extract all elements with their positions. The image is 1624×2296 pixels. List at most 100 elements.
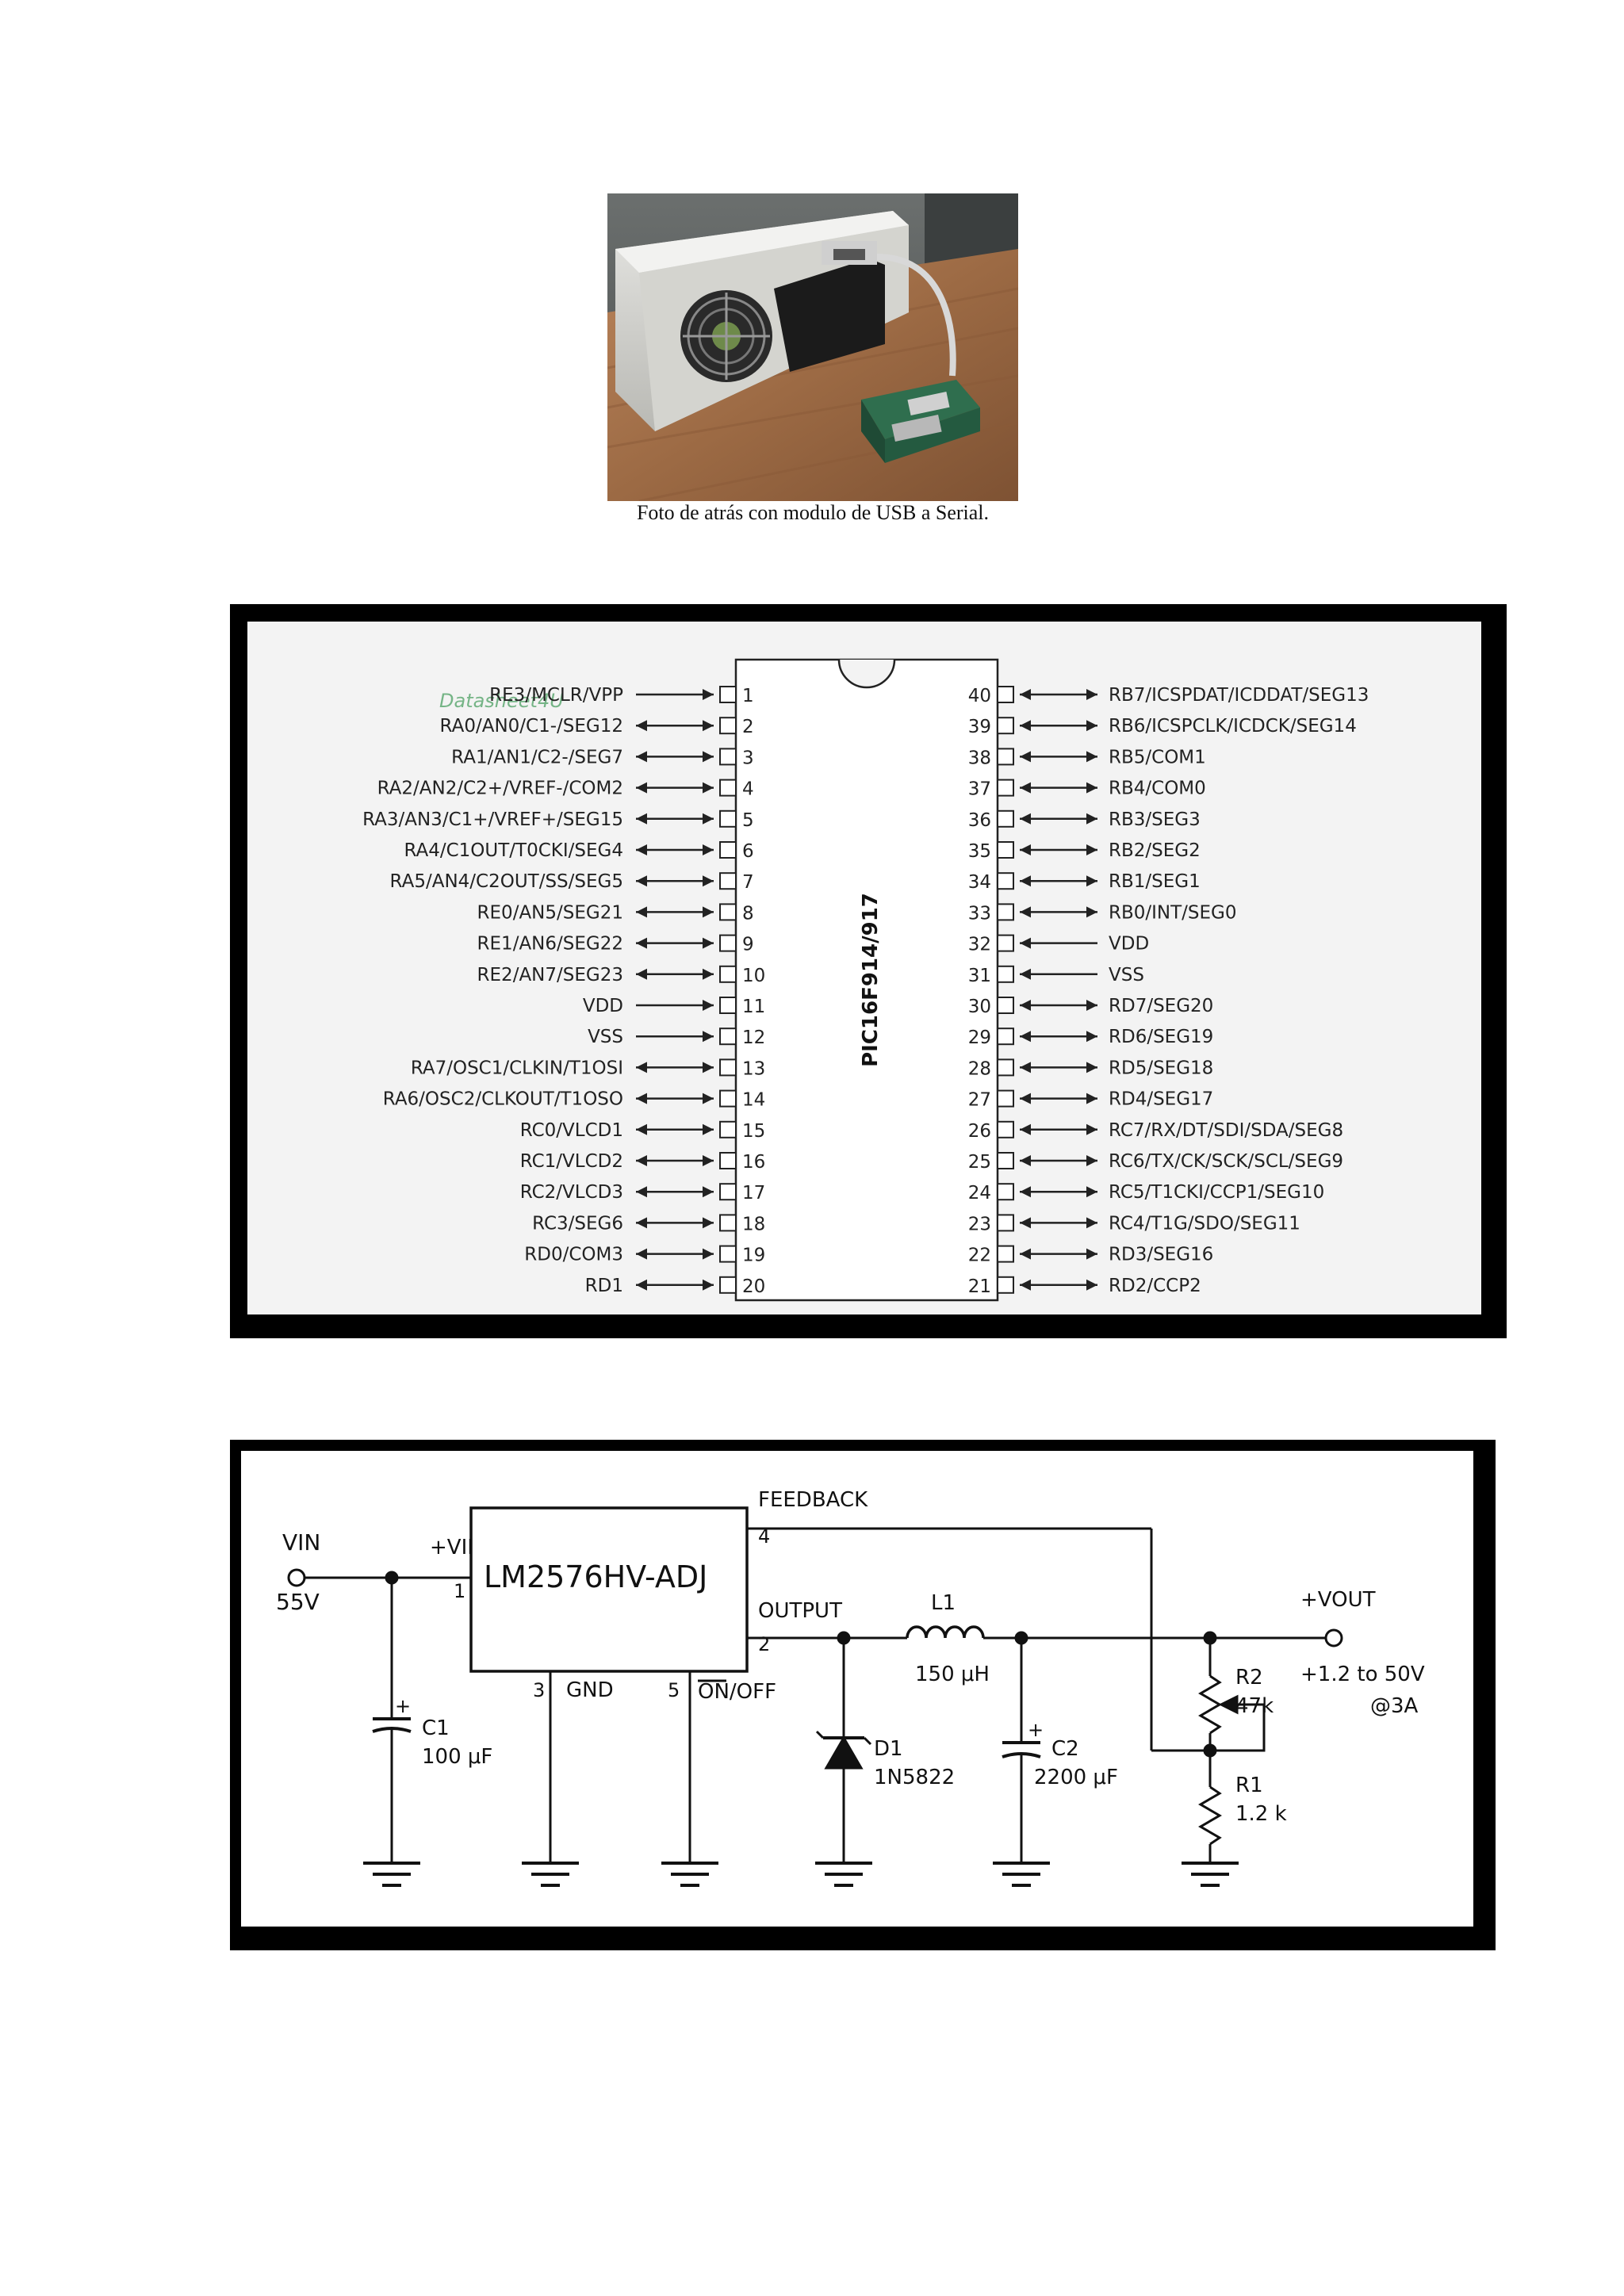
pin-12-label: VSS (588, 1027, 623, 1047)
pin-1-label: RE3/MCLR/VPP (489, 685, 623, 706)
pin-3-arrow-in (703, 751, 714, 763)
pin-16-arrow-in (703, 1155, 714, 1166)
pin-38-arrow-out (1086, 751, 1097, 763)
pin-27-label: RD4/SEG17 (1109, 1089, 1213, 1110)
pin-4-number: 4 (742, 779, 754, 800)
pin-10-arrow-in (703, 968, 714, 980)
pin-13-arrow-out (636, 1062, 647, 1073)
r2-wiper (1210, 1703, 1266, 1752)
pin-40-label: RB7/ICSPDAT/ICDDAT/SEG13 (1109, 685, 1369, 706)
pin-6-pad (719, 841, 737, 859)
chip-notch (837, 659, 896, 689)
pin-2-label: RA0/AN0/C1-/SEG12 (440, 716, 623, 737)
c1-name: C1 (422, 1716, 450, 1740)
pin-8-arrow-out (636, 906, 647, 918)
pin-31-pad (997, 965, 1014, 983)
pin-27-number: 27 (968, 1090, 991, 1111)
regulator-chip-name: LM2576HV-ADJ (484, 1559, 707, 1594)
d1-cathode-hooks (815, 1730, 872, 1746)
pin-40-number: 40 (968, 686, 991, 706)
pin-18-arrow-out (636, 1217, 647, 1229)
pin-25-number: 25 (968, 1152, 991, 1173)
pin-1-arrow-in (703, 689, 714, 700)
pin-6-number: 6 (742, 841, 754, 862)
chip-body (734, 658, 999, 1302)
pin-18-pad (719, 1214, 737, 1232)
pin-33-arrow-in (1020, 906, 1031, 918)
pin-31-label: VSS (1109, 965, 1144, 985)
pin-7-label: RA5/AN4/C2OUT/SS/SEG5 (390, 871, 623, 892)
pin-36-arrow-in (1020, 813, 1031, 825)
c2-plus: + (1028, 1719, 1044, 1741)
pin-24-label: RC5/T1CKI/CCP1/SEG10 (1109, 1182, 1324, 1203)
pin-22-arrow-in (1020, 1248, 1031, 1260)
pin1-number: 1 (454, 1580, 465, 1602)
pin-30-pad (997, 997, 1014, 1014)
pin-11-number: 11 (742, 997, 765, 1017)
pin-30-number: 30 (968, 997, 991, 1017)
pin-23-number: 23 (968, 1214, 991, 1234)
pin-30-label: RD7/SEG20 (1109, 996, 1213, 1016)
pin-37-pad (997, 779, 1014, 797)
pin-5-pad (719, 809, 737, 828)
pin-26-arrow-out (1086, 1123, 1097, 1135)
pin-14-number: 14 (742, 1090, 765, 1111)
pin-8-label: RE0/AN5/SEG21 (477, 902, 623, 923)
pin-20-label: RD1 (585, 1276, 623, 1296)
pin-38-arrow-in (1020, 751, 1031, 763)
pin-32-label: VDD (1109, 934, 1149, 955)
pin-39-arrow-in (1020, 720, 1031, 732)
pin-26-pad (997, 1120, 1014, 1138)
pin-40-arrow-out (1086, 689, 1097, 700)
pin-39-label: RB6/ICSPCLK/ICDCK/SEG14 (1109, 716, 1357, 737)
pin3-number: 3 (533, 1679, 545, 1701)
d1-name: D1 (874, 1737, 903, 1761)
regulator-chip (469, 1506, 749, 1673)
vin-label: VIN (282, 1529, 320, 1556)
pin-14-pad (719, 1089, 737, 1108)
pin-24-pad (997, 1183, 1014, 1201)
resistor-r1 (1198, 1785, 1222, 1846)
pin-35-arrow-in (1020, 844, 1031, 855)
pin-22-number: 22 (968, 1246, 991, 1266)
pin-7-arrow-out (636, 875, 647, 887)
pin-19-number: 19 (742, 1246, 765, 1266)
pin-33-label: RB0/INT/SEG0 (1109, 902, 1237, 923)
pin-5-number: 5 (742, 810, 754, 831)
r2-name: R2 (1235, 1666, 1263, 1689)
pin-18-label: RC3/SEG6 (532, 1213, 623, 1234)
pin5-number: 5 (668, 1679, 680, 1701)
pin-12-arrow-in (703, 1031, 714, 1043)
pin-14-arrow-in (703, 1093, 714, 1104)
pin-29-number: 29 (968, 1027, 991, 1048)
output-label: OUTPUT (758, 1599, 842, 1623)
pin-28-pad (997, 1058, 1014, 1077)
vin-value: 55V (276, 1589, 320, 1615)
pin-37-label: RB4/COM0 (1109, 779, 1206, 799)
c1-value: 100 μF (422, 1745, 492, 1769)
pin-36-pad (997, 809, 1014, 828)
vin-terminal (287, 1568, 306, 1587)
l1-value: 150 μH (915, 1663, 990, 1686)
gnd-label: GND (566, 1678, 614, 1702)
regulator-schematic: VIN 55V +VIN 1 LM2576HV-ADJ FEEDBACK 4 O… (276, 1488, 1425, 1887)
pin-11-arrow-in (703, 1000, 714, 1011)
pin-37-number: 37 (968, 779, 991, 800)
pin-13-arrow-in (703, 1062, 714, 1073)
pin-4-arrow-in (703, 782, 714, 794)
pin-20-number: 20 (742, 1276, 765, 1297)
pin-22-arrow-out (1086, 1248, 1097, 1260)
pin-22-label: RD3/SEG16 (1109, 1245, 1213, 1265)
pin-3-label: RA1/AN1/C2-/SEG7 (451, 747, 623, 767)
pin-36-number: 36 (968, 810, 991, 831)
l1-name: L1 (931, 1591, 956, 1615)
pin2-number: 2 (758, 1633, 770, 1655)
pin-28-arrow-out (1086, 1062, 1097, 1073)
ground-symbols (363, 1862, 1239, 1887)
pin-21-number: 21 (968, 1276, 991, 1297)
vout-terminal (1324, 1628, 1343, 1647)
pin-23-arrow-out (1086, 1217, 1097, 1229)
pin-35-number: 35 (968, 841, 991, 862)
